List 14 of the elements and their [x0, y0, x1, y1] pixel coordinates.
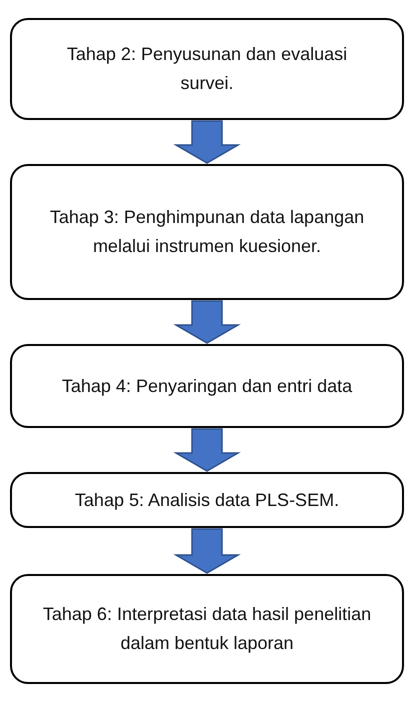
- step-text: Tahap 4: Penyaringan dan entri data: [62, 374, 352, 398]
- block-arrow: [173, 120, 241, 164]
- process-box: [10, 18, 404, 120]
- process-box: [10, 472, 404, 528]
- block-arrow: [173, 528, 241, 574]
- process-box: [10, 574, 404, 684]
- block-arrow: [173, 428, 241, 472]
- step-text: Tahap 3: Penghimpunan data lapangan melalui instrumen kuesioner.: [48, 206, 366, 258]
- step-text: Tahap 2: Penyusunan dan evaluasi survei.: [66, 43, 348, 95]
- step-text: Tahap 5: Analisis data PLS-SEM.: [74, 488, 340, 512]
- process-box: [10, 164, 404, 300]
- process-box: [10, 344, 404, 428]
- step-text: Tahap 6: Interpretasi data hasil penelitian dalam bentuk laporan: [42, 603, 372, 655]
- block-arrow: [173, 300, 241, 344]
